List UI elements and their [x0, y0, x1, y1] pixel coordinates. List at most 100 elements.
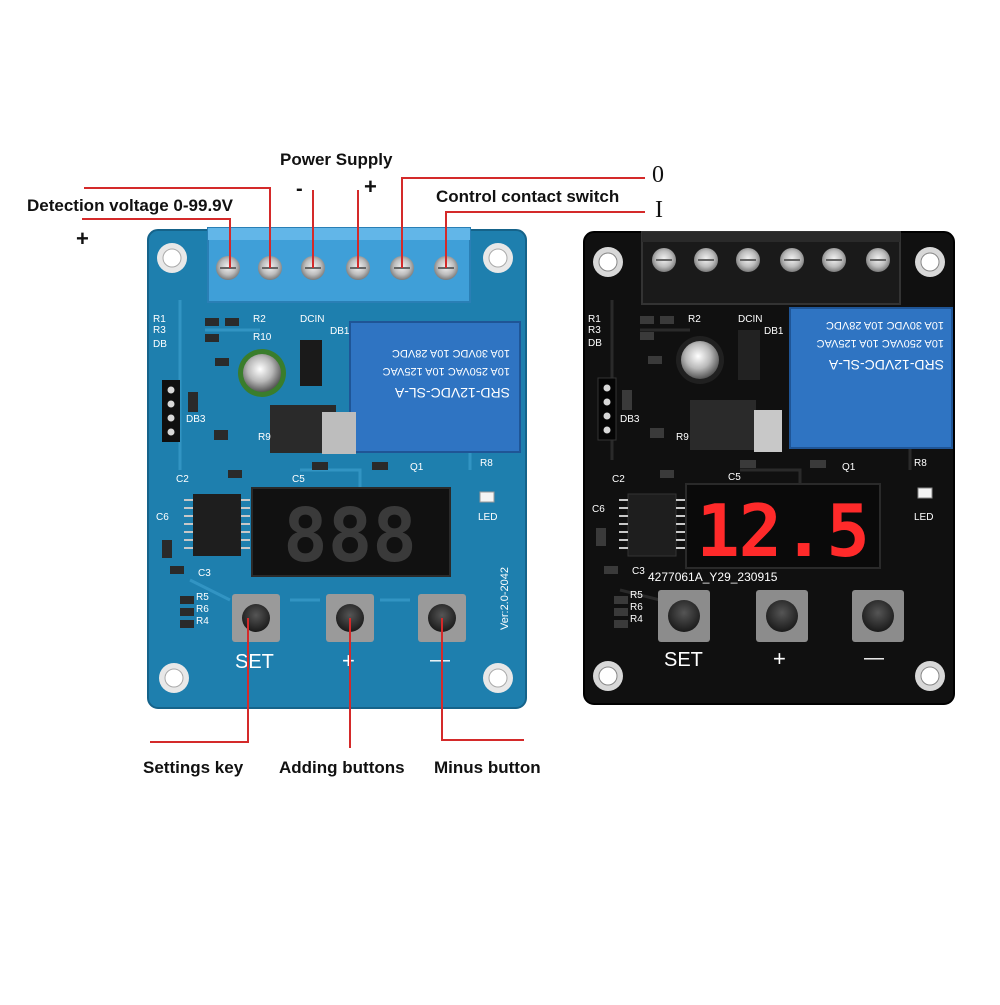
detection-plus-leader: [84, 187, 271, 268]
plus-label: +: [773, 646, 786, 671]
relay: SRD-12VDC-SL-A 10A 250VAC 10A 125VAC 10A…: [349, 321, 521, 453]
display-digit-1: 1: [696, 489, 739, 573]
minus-label: —: [430, 649, 450, 671]
settings-key-leader: [150, 618, 249, 743]
silk-r6: R6: [196, 604, 209, 615]
control-contact-switch-label: Control contact switch: [436, 187, 620, 206]
silk-db1: DB1: [764, 326, 784, 337]
capacitor: [238, 349, 286, 397]
seven-segment-display: 1 2. 5: [685, 483, 881, 573]
silk-r8: R8: [480, 458, 493, 469]
silk-c3: C3: [198, 568, 211, 579]
set-label: SET: [235, 651, 274, 673]
minus-button[interactable]: [852, 590, 904, 642]
silk-db: DB: [153, 339, 167, 350]
minus-label: —: [864, 647, 884, 669]
power-plus-label: +: [364, 174, 377, 199]
capacitor: [676, 336, 724, 384]
silk-db3: DB3: [620, 414, 640, 425]
silk-r1: R1: [153, 314, 166, 325]
detection-minus-leader: [82, 218, 231, 268]
mounting-holes: [157, 243, 513, 693]
indicator-led: [917, 487, 933, 499]
silk-dcin: DCIN: [300, 314, 324, 325]
detection-voltage-label: Detection voltage 0-99.9V: [27, 196, 233, 215]
silk-c5: C5: [728, 472, 741, 483]
silk-led: LED: [478, 512, 497, 523]
leader-lines: [82, 177, 645, 748]
diode: [738, 330, 760, 380]
silk-led: LED: [914, 512, 933, 523]
seven-segment-display: 888: [251, 487, 451, 579]
state-1-label: I: [655, 197, 663, 223]
silk-c3: C3: [632, 566, 645, 577]
voltage-regulator: [690, 400, 756, 450]
set-label: SET: [664, 649, 703, 671]
relay: SRD-12VDC-SL-A 10A 250VAC 10A 125VAC 10A…: [789, 307, 953, 449]
minus-button-label: Minus button: [434, 758, 541, 777]
silk-c2: C2: [612, 474, 625, 485]
regulator-tab: [754, 410, 782, 452]
pin-header: [162, 380, 180, 442]
silk-r10: R10: [253, 332, 272, 343]
silk-r6: R6: [630, 602, 643, 613]
relay-rating-text: 10A 30VDC 10A 28VDC: [826, 319, 944, 331]
regulator-tab: [322, 412, 356, 454]
plus-button[interactable]: [756, 590, 808, 642]
contact-0-leader: [401, 177, 645, 268]
silk-db1: DB1: [330, 326, 350, 337]
set-button[interactable]: [658, 590, 710, 642]
silk-r1: R1: [588, 314, 601, 325]
pin-header: [597, 377, 617, 441]
batch-code: 4277061A_Y29_230915: [648, 570, 778, 584]
mounting-holes: [593, 247, 945, 691]
black-board: SRD-12VDC-SL-A 10A 250VAC 10A 125VAC 10A…: [583, 231, 955, 705]
contact-1-leader: [445, 211, 645, 268]
plus-label: +: [342, 648, 355, 673]
display-digits: 888: [283, 493, 417, 579]
terminal-block: [207, 227, 471, 303]
terminal-block: [641, 231, 901, 305]
silk-r5: R5: [196, 592, 209, 603]
minus-button-leader: [441, 618, 524, 741]
silk-c6: C6: [592, 504, 605, 515]
silk-r4: R4: [630, 614, 643, 625]
relay-model-text: SRD-12VDC-SL-A: [828, 357, 944, 373]
settings-key-label: Settings key: [143, 758, 244, 777]
relay-rating-text: 10A 250VAC 10A 125VAC: [817, 337, 944, 349]
blue-board: SRD-12VDC-SL-A 10A 250VAC 10A 125VAC 10A…: [147, 227, 527, 709]
silk-version: Ver:2.0-2042: [499, 567, 511, 630]
silk-r5: R5: [630, 590, 643, 601]
black-board-buttons: [658, 590, 904, 642]
silk-r9: R9: [676, 432, 689, 443]
silk-r3: R3: [153, 325, 166, 336]
microcontroller-chip: [184, 494, 250, 556]
state-0-label: 0: [652, 162, 664, 188]
silk-db: DB: [588, 338, 602, 349]
display-digit-3: 5: [826, 489, 869, 573]
power-supply-label: Power Supply: [280, 150, 393, 169]
display-digit-2: 2.: [739, 489, 826, 573]
silk-r2: R2: [688, 314, 701, 325]
detection-plus-label: +: [76, 226, 89, 251]
silk-r2: R2: [253, 314, 266, 325]
silk-c5: C5: [292, 474, 305, 485]
silk-c6: C6: [156, 512, 169, 523]
power-minus-label: -: [296, 178, 303, 200]
silk-q1: Q1: [842, 462, 856, 473]
indicator-led: [479, 491, 495, 503]
silk-db3: DB3: [186, 414, 206, 425]
diode: [300, 340, 322, 386]
relay-rating-text: 10A 250VAC 10A 125VAC: [383, 365, 510, 377]
relay-rating-text: 10A 30VDC 10A 28VDC: [392, 347, 510, 359]
set-button[interactable]: [232, 594, 280, 642]
silk-r3: R3: [588, 325, 601, 336]
silk-r8: R8: [914, 458, 927, 469]
silk-r9: R9: [258, 432, 271, 443]
silk-c2: C2: [176, 474, 189, 485]
silk-r4: R4: [196, 616, 209, 627]
relay-model-text: SRD-12VDC-SL-A: [394, 385, 510, 401]
silk-q1: Q1: [410, 462, 424, 473]
